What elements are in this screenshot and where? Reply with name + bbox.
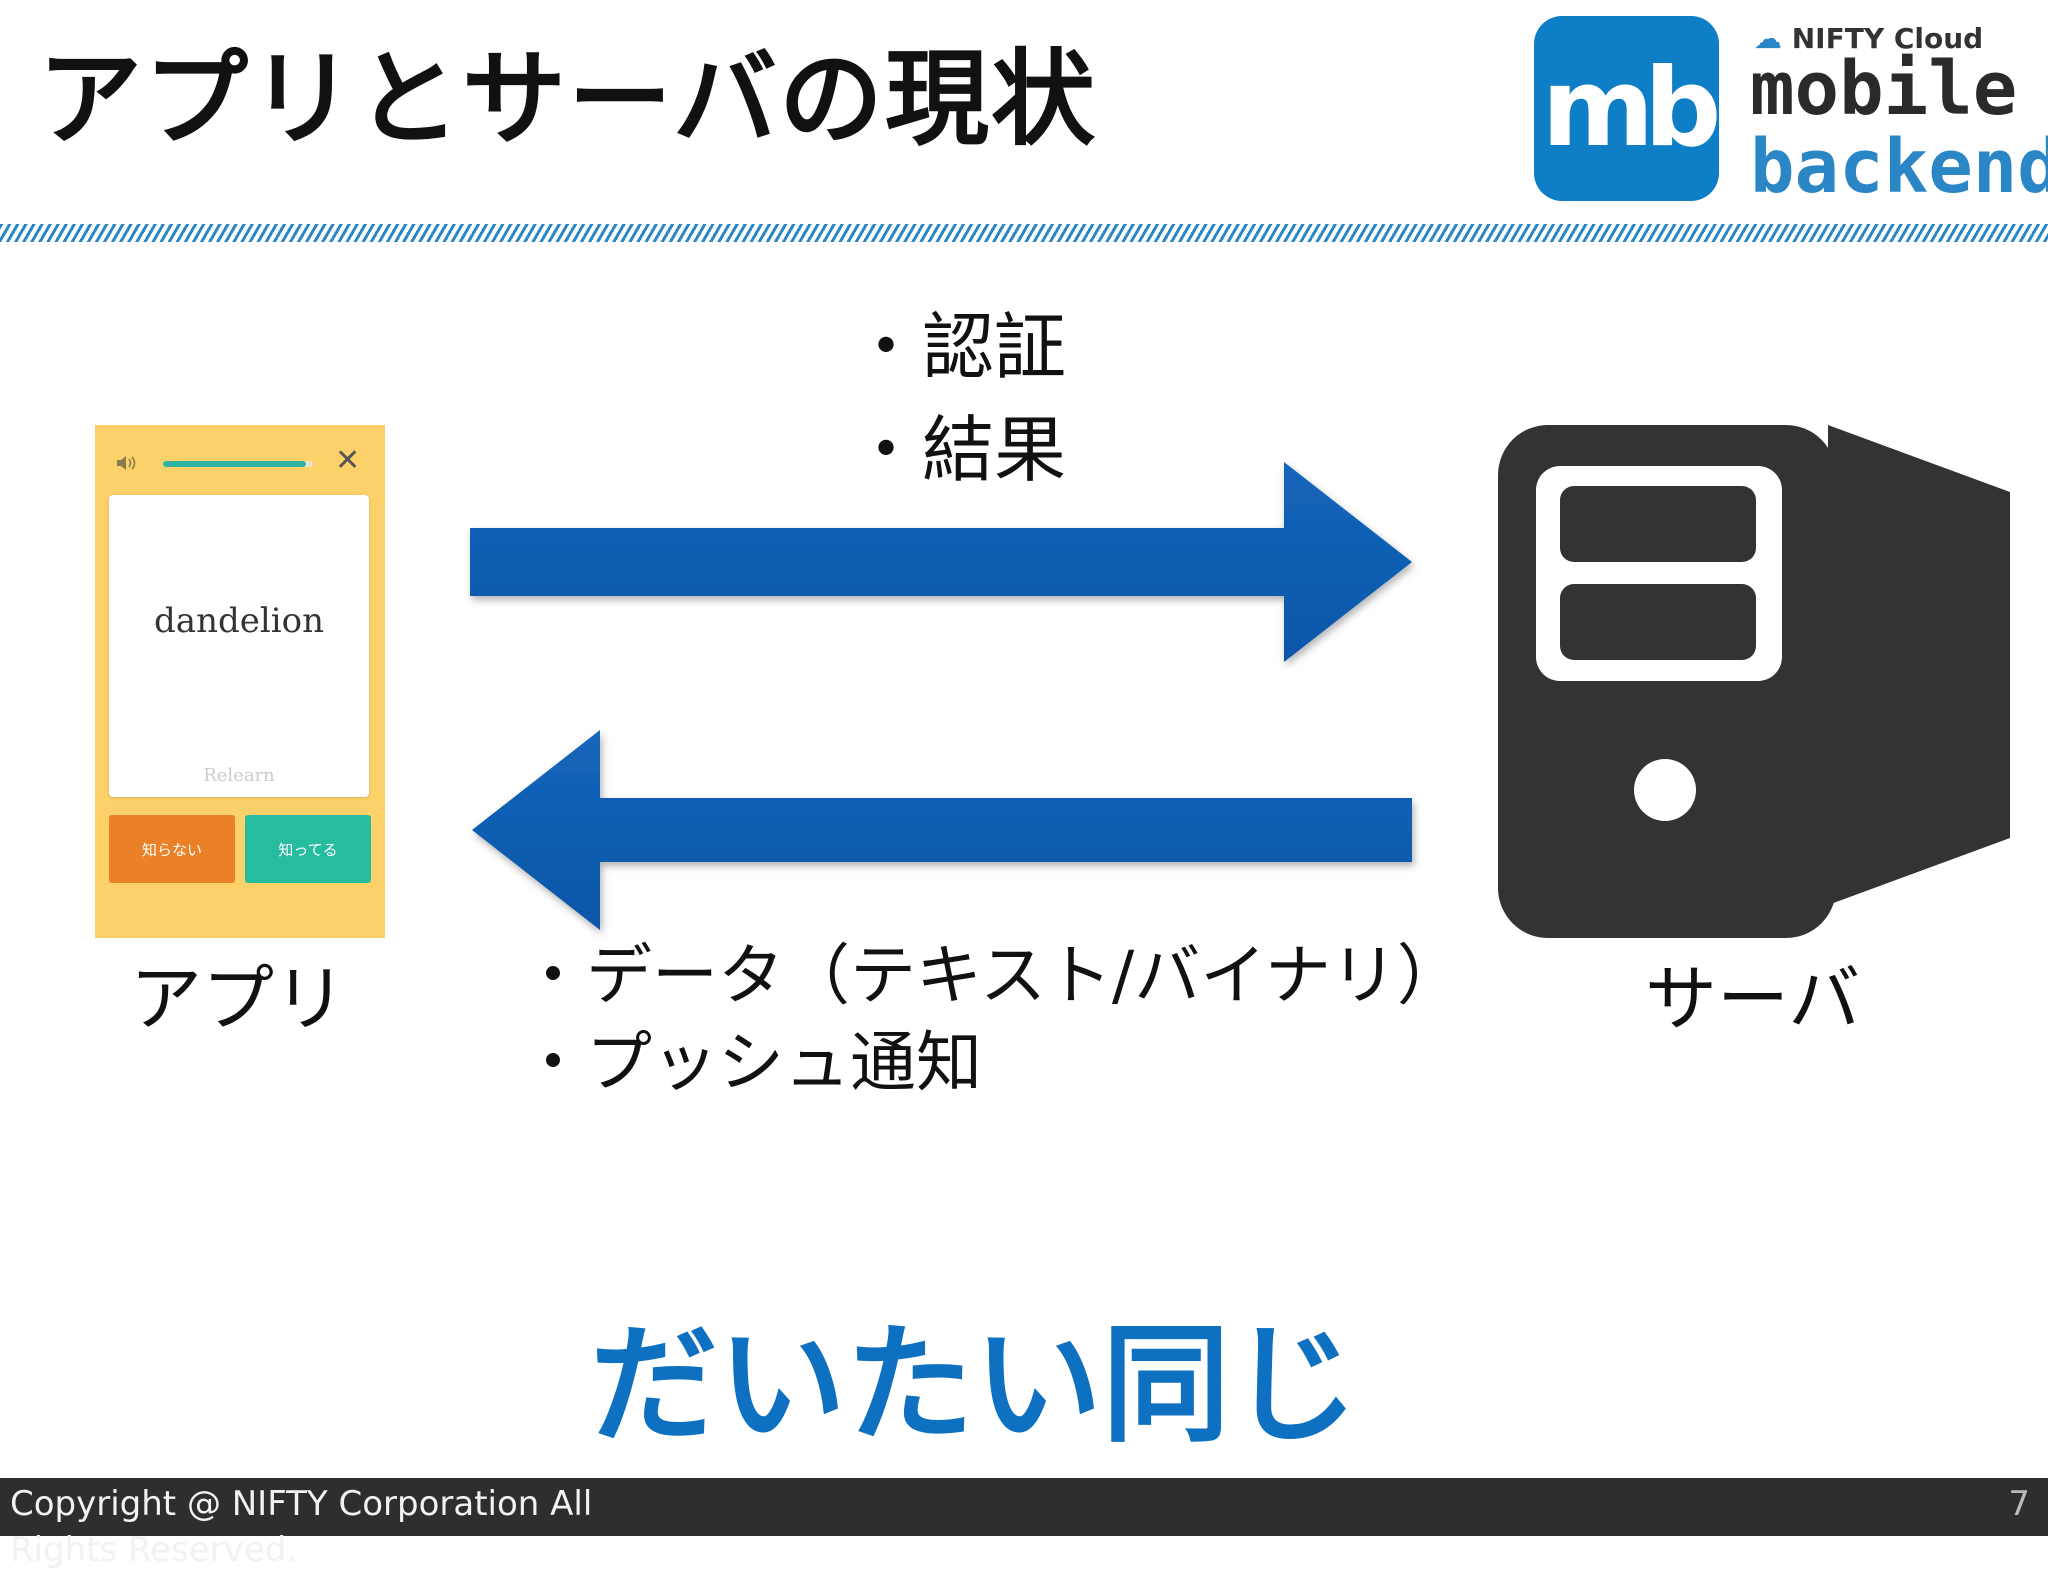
copyright-text: Copyright @ NIFTY Corporation All Rights… <box>10 1484 593 1570</box>
mobile-backend-logo-mark: mb <box>1534 16 1721 201</box>
server-label: サーバ <box>1645 957 1861 1041</box>
close-icon: ✕ <box>335 443 361 478</box>
dont-know-button: 知らない <box>109 815 235 883</box>
relearn-label: Relearn <box>203 765 275 786</box>
app-screenshot: ✕ dandelion Relearn 知らない 知ってる <box>95 425 385 938</box>
cloud-icon: ☁ <box>1754 22 1782 55</box>
logo-brand-suffix: Cloud <box>1893 22 1984 55</box>
speaker-icon <box>115 453 137 478</box>
footer-bar: Copyright @ NIFTY Corporation All Rights… <box>0 1478 2048 1570</box>
to-app-list: ・データ（テキスト/バイナリ） ・プッシュ通知 <box>520 937 1463 1113</box>
server-icon <box>1498 425 2010 938</box>
progress-fill <box>163 461 306 467</box>
arrow-to-server <box>470 462 1412 662</box>
conclusion-text: だいたい同じ <box>590 1311 1359 1460</box>
to-app-item: ・データ（テキスト/バイナリ） <box>520 937 1463 1014</box>
to-server-list: ・認証 ・結果 <box>850 305 1067 514</box>
logo-brand: ☁ NIFTY Cloud <box>1754 22 1983 55</box>
flashcard-word: dandelion <box>154 601 324 641</box>
to-server-item: ・認証 <box>850 305 1067 389</box>
to-server-item: ・結果 <box>850 408 1067 493</box>
progress-bar <box>163 461 313 467</box>
hatched-divider <box>0 224 2048 242</box>
diagram-graphics <box>470 425 2010 938</box>
logo-brand-prefix: NIFTY <box>1791 22 1885 55</box>
know-button: 知ってる <box>245 815 371 883</box>
page-number: 7 <box>2008 1484 2030 1524</box>
app-label: アプリ <box>130 957 347 1041</box>
logo-text-backend: backend <box>1750 124 2048 210</box>
logo-text-mobile: mobile <box>1750 46 2018 132</box>
slide-title: アプリとサーバの現状 <box>38 38 1097 160</box>
flashcard: dandelion Relearn <box>109 495 369 797</box>
arrow-to-app <box>472 730 1412 930</box>
to-app-item: ・プッシュ通知 <box>520 1023 982 1101</box>
